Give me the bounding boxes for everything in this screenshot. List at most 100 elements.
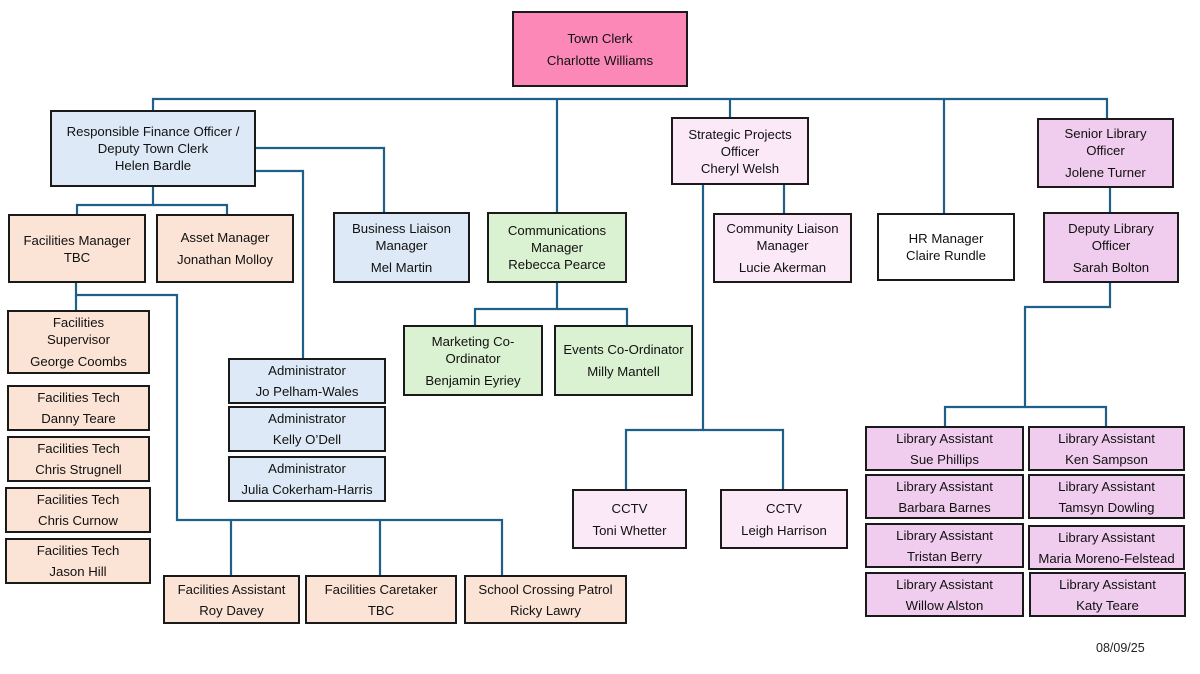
connector-line	[473, 283, 559, 325]
node-title: CCTV	[766, 500, 802, 516]
node-title: Library Assistant	[1059, 576, 1156, 592]
node-title: Facilities Caretaker	[324, 581, 438, 597]
node-person: Sarah Bolton	[1072, 259, 1150, 275]
connector-line	[153, 203, 229, 214]
node-person: Tristan Berry	[907, 548, 982, 564]
node-facilities-supervisor: Facilities Supervisor George Coombs	[7, 310, 150, 374]
node-title: Library Assistant	[1058, 529, 1155, 545]
node-person: TBC	[367, 602, 395, 618]
node-title: Administrator	[268, 363, 346, 378]
connector-line	[75, 187, 155, 214]
node-title: Administrator	[268, 411, 346, 426]
node-library-assistant: Library Assistant Barbara Barnes	[865, 474, 1024, 519]
node-library-assistant: Library Assistant Katy Teare	[1029, 572, 1186, 617]
node-title-line: Senior Library	[1064, 126, 1147, 141]
node-title: Events Co-Ordinator	[563, 342, 684, 357]
node-administrator: Administrator Julia Cokerham-Harris	[228, 456, 386, 502]
node-title-line: Officer	[720, 143, 760, 159]
node-events-coordinator: Events Co-Ordinator Milly Mantell	[554, 325, 693, 396]
node-title: Facilities Manager	[23, 232, 131, 248]
node-person: Jolene Turner	[1065, 165, 1146, 180]
node-administrator: Administrator Jo Pelham-Wales	[228, 358, 386, 404]
connector-line	[557, 307, 629, 325]
node-title-line: Manager	[375, 237, 428, 253]
node-facilities-caretaker: Facilities Caretaker TBC	[305, 575, 457, 624]
node-town-clerk: Town Clerk Charlotte Williams	[512, 11, 688, 87]
node-title: Library Assistant	[896, 430, 993, 446]
node-person: Helen Bardle	[114, 158, 192, 173]
node-person: Lucie Akerman	[738, 260, 827, 275]
node-facilities-assistant: Facilities Assistant Roy Davey	[163, 575, 300, 624]
node-communications-manager: Communications Manager Rebecca Pearce	[487, 212, 627, 283]
node-person: Jason Hill	[49, 564, 107, 579]
node-title-line: Communications	[507, 223, 607, 238]
node-facilities-tech: Facilities Tech Jason Hill	[5, 538, 151, 584]
node-facilities-tech: Facilities Tech Chris Strugnell	[7, 436, 150, 482]
node-person: Milly Mantell	[587, 364, 660, 379]
connector-line	[943, 283, 1112, 426]
node-cctv: CCTV Toni Whetter	[572, 489, 687, 549]
node-title: CCTV	[611, 500, 648, 516]
node-title-line: Ordinator	[445, 350, 501, 366]
node-title: Town Clerk	[567, 30, 633, 46]
node-title: HR Manager	[908, 231, 984, 246]
node-person: Sue Phillips	[910, 451, 979, 467]
node-title-line: Responsible Finance Officer /	[66, 124, 240, 139]
node-person: Julia Cokerham-Harris	[241, 482, 373, 497]
node-person: Ricky Lawry	[509, 602, 582, 618]
node-person: Chris Strugnell	[35, 462, 122, 477]
node-person: Danny Teare	[41, 411, 116, 426]
node-title: Facilities Tech	[37, 390, 120, 405]
node-person: Toni Whetter	[592, 522, 667, 538]
node-title: Facilities Tech	[37, 441, 120, 456]
node-person: Cheryl Welsh	[700, 160, 780, 176]
node-person: Ken Sampson	[1065, 451, 1148, 467]
node-title-line: Community Liaison	[726, 221, 839, 236]
node-person: Jo Pelham-Wales	[255, 384, 359, 399]
node-person: Mel Martin	[370, 259, 433, 275]
node-title: Library Assistant	[896, 478, 993, 494]
node-person: Claire Rundle	[906, 248, 986, 263]
node-facilities-tech: Facilities Tech Danny Teare	[7, 385, 150, 431]
node-person: Tamsyn Dowling	[1058, 499, 1155, 515]
node-library-assistant: Library Assistant Willow Alston	[865, 572, 1024, 617]
node-title: Facilities Assistant	[177, 581, 286, 597]
node-title: School Crossing Patrol	[478, 581, 613, 597]
node-person: Benjamin Eyriey	[425, 372, 521, 388]
node-facilities-tech: Facilities Tech Chris Curnow	[5, 487, 151, 533]
node-title-line: Strategic Projects	[688, 126, 792, 142]
node-school-crossing-patrol: School Crossing Patrol Ricky Lawry	[464, 575, 627, 624]
node-title: Administrator	[268, 461, 346, 476]
node-title-line: Deputy Town Clerk	[97, 141, 209, 156]
node-title-line: Facilities	[52, 315, 105, 330]
node-person: TBC	[63, 249, 91, 265]
node-title: Facilities Tech	[36, 543, 120, 558]
node-person: Katy Teare	[1076, 597, 1139, 613]
node-title: Library Assistant	[1058, 478, 1155, 494]
node-person: Maria Moreno-Felstead	[1038, 550, 1175, 566]
node-library-assistant: Library Assistant Sue Phillips	[865, 426, 1024, 471]
node-title-line: Manager	[530, 240, 584, 255]
connector-line	[703, 428, 785, 489]
node-library-assistant: Library Assistant Tamsyn Dowling	[1028, 474, 1185, 519]
node-library-assistant: Library Assistant Ken Sampson	[1028, 426, 1185, 471]
node-title: Library Assistant	[896, 527, 993, 543]
node-title-line: Supervisor	[46, 332, 111, 347]
node-person: Rebecca Pearce	[508, 257, 606, 272]
node-title-line: Officer	[1091, 237, 1131, 253]
node-library-assistant: Library Assistant Tristan Berry	[865, 523, 1024, 568]
node-senior-library-officer: Senior Library Officer Jolene Turner	[1037, 118, 1174, 188]
node-title: Asset Manager	[180, 230, 270, 245]
node-person: George Coombs	[30, 354, 127, 369]
node-title-line: Officer	[1086, 143, 1125, 158]
node-administrator: Administrator Kelly O’Dell	[228, 406, 386, 452]
connector-line	[151, 97, 1109, 118]
footer-date: 08/09/25	[1096, 641, 1145, 655]
node-library-assistant: Library Assistant Maria Moreno-Felstead	[1028, 525, 1185, 570]
node-person: Charlotte Williams	[546, 52, 654, 68]
connector-line	[256, 146, 386, 212]
node-title-line: Business Liaison	[352, 220, 451, 236]
node-person: Barbara Barnes	[898, 499, 991, 515]
node-business-liaison-manager: Business Liaison Manager Mel Martin	[333, 212, 470, 283]
node-person: Leigh Harrison	[741, 522, 827, 538]
